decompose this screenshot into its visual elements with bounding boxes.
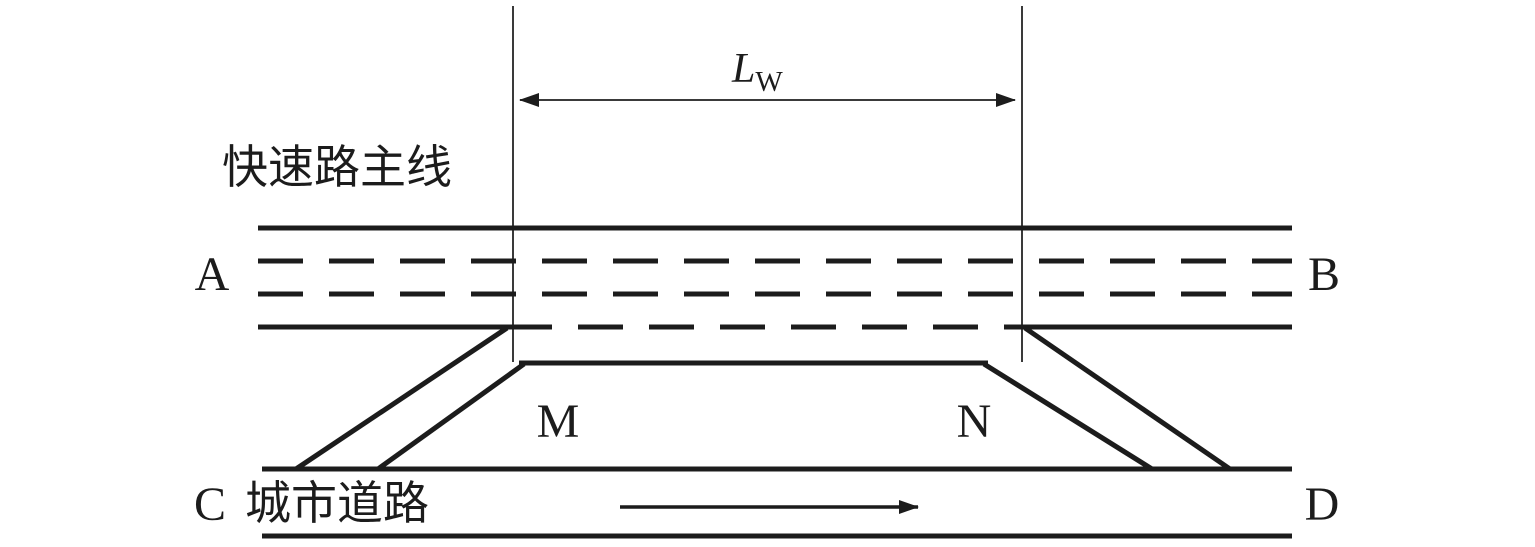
- on-ramp-inner-edge: [376, 361, 526, 472]
- endpoint-c-label: C: [194, 478, 226, 531]
- diagram-labels: LW 快速路主线 A B M N C 城市道路 D: [194, 46, 1340, 531]
- weaving-length-subscript: W: [755, 66, 783, 98]
- off-ramp-inner-edge: [982, 361, 1154, 472]
- gore-m-label: M: [537, 395, 580, 448]
- endpoint-d-label: D: [1305, 478, 1340, 531]
- endpoint-b-label: B: [1308, 248, 1340, 301]
- weaving-length-label: LW: [731, 46, 783, 98]
- expressway-mainline-label: 快速路主线: [222, 142, 452, 193]
- on-ramp-outer-edge: [294, 325, 509, 472]
- off-ramp-outer-edge: [1023, 325, 1232, 472]
- measure-group: [512, 6, 1023, 362]
- endpoint-a-label: A: [195, 248, 230, 301]
- city-road-label: 城市道路: [245, 478, 429, 529]
- road-lines: [258, 225, 1292, 539]
- weaving-length-symbol: L: [731, 46, 755, 92]
- gore-n-label: N: [957, 395, 992, 448]
